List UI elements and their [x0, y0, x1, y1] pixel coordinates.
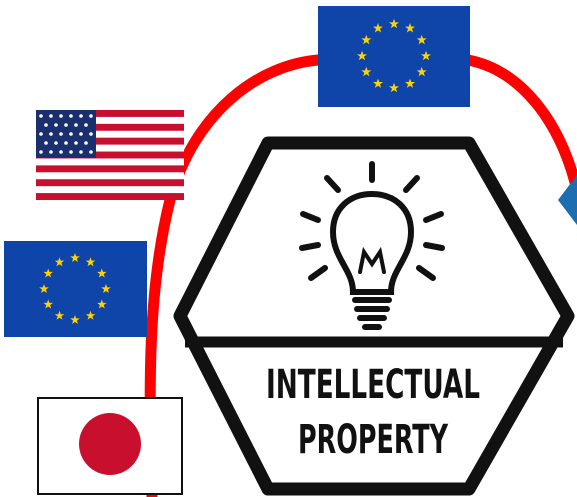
us-star: [84, 141, 88, 145]
us-star: [79, 132, 83, 136]
partial-flag-right: [558, 175, 577, 225]
us-star: [44, 123, 48, 127]
us-star: [44, 141, 48, 145]
us-star: [64, 123, 68, 127]
us-star: [69, 132, 73, 136]
lightbulb-icon: [299, 161, 445, 330]
us-star: [54, 141, 58, 145]
us-star: [59, 114, 63, 118]
us-star: [89, 132, 93, 136]
us-flag: [36, 110, 184, 200]
us-stripe: [36, 110, 184, 117]
us-star: [49, 150, 53, 154]
us-star: [59, 132, 63, 136]
connector-curve-right: [462, 54, 577, 196]
us-stripe: [36, 137, 184, 145]
eu-flag-left: [4, 241, 147, 337]
ip-emblem: INTELLECTUAL PROPERTY: [173, 136, 575, 496]
us-star: [59, 150, 63, 154]
us-star: [49, 114, 53, 118]
us-star: [79, 150, 83, 154]
us-star: [89, 150, 93, 154]
us-stripe: [36, 193, 184, 200]
us-star: [64, 141, 68, 145]
japan-flag: [37, 397, 183, 495]
us-star: [39, 132, 43, 136]
us-stripe: [36, 179, 184, 187]
us-star: [89, 114, 93, 118]
us-star: [69, 114, 73, 118]
us-star: [39, 114, 43, 118]
us-star: [79, 114, 83, 118]
us-star: [49, 132, 53, 136]
us-stripe: [36, 123, 184, 131]
emblem-text-line1: INTELLECTUAL: [266, 362, 480, 408]
us-stripe: [36, 151, 184, 159]
emblem-text-line2: PROPERTY: [298, 417, 449, 463]
eu-flag-top: [318, 6, 470, 107]
us-stripe: [36, 165, 184, 173]
us-star: [69, 150, 73, 154]
us-star: [74, 141, 78, 145]
us-star: [39, 150, 43, 154]
us-star: [54, 123, 58, 127]
us-star: [74, 123, 78, 127]
us-star: [84, 123, 88, 127]
